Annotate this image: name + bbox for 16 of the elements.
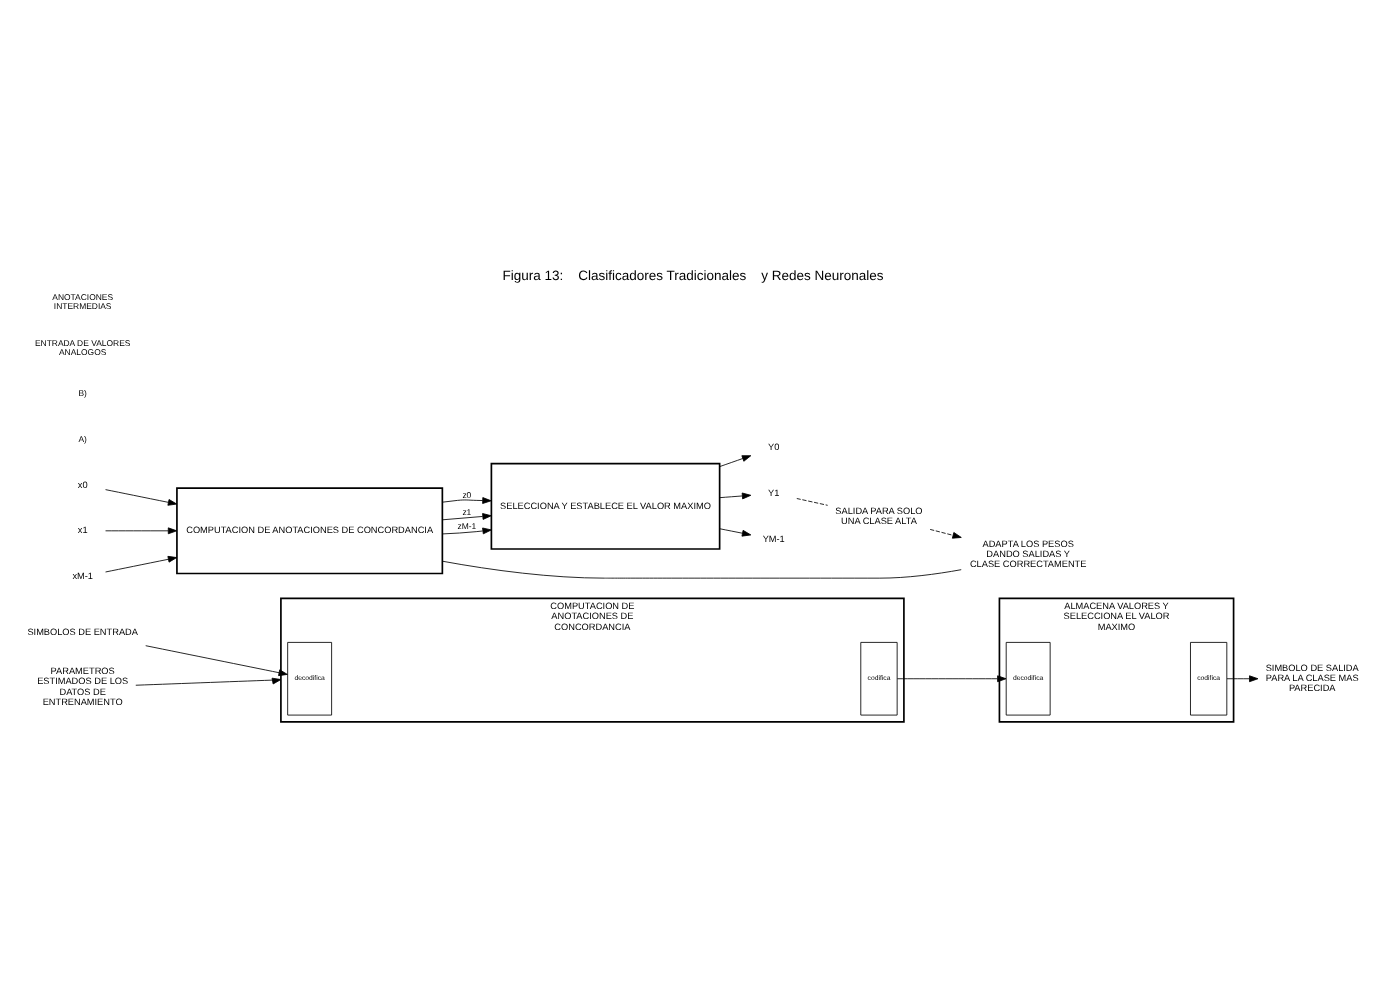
arrow	[145, 644, 288, 676]
connector	[796, 497, 829, 505]
arrow	[442, 526, 492, 534]
arrow	[442, 496, 492, 503]
arrow	[1226, 674, 1259, 682]
arrow	[105, 554, 178, 572]
arrow	[896, 674, 1007, 682]
arrow	[135, 676, 282, 685]
arrow	[442, 512, 492, 520]
arrow	[719, 454, 752, 466]
arrow	[719, 491, 752, 499]
arrow	[105, 526, 178, 534]
arrow	[719, 527, 752, 536]
arrow	[105, 488, 178, 505]
connector	[442, 559, 962, 578]
arrow	[929, 528, 962, 538]
